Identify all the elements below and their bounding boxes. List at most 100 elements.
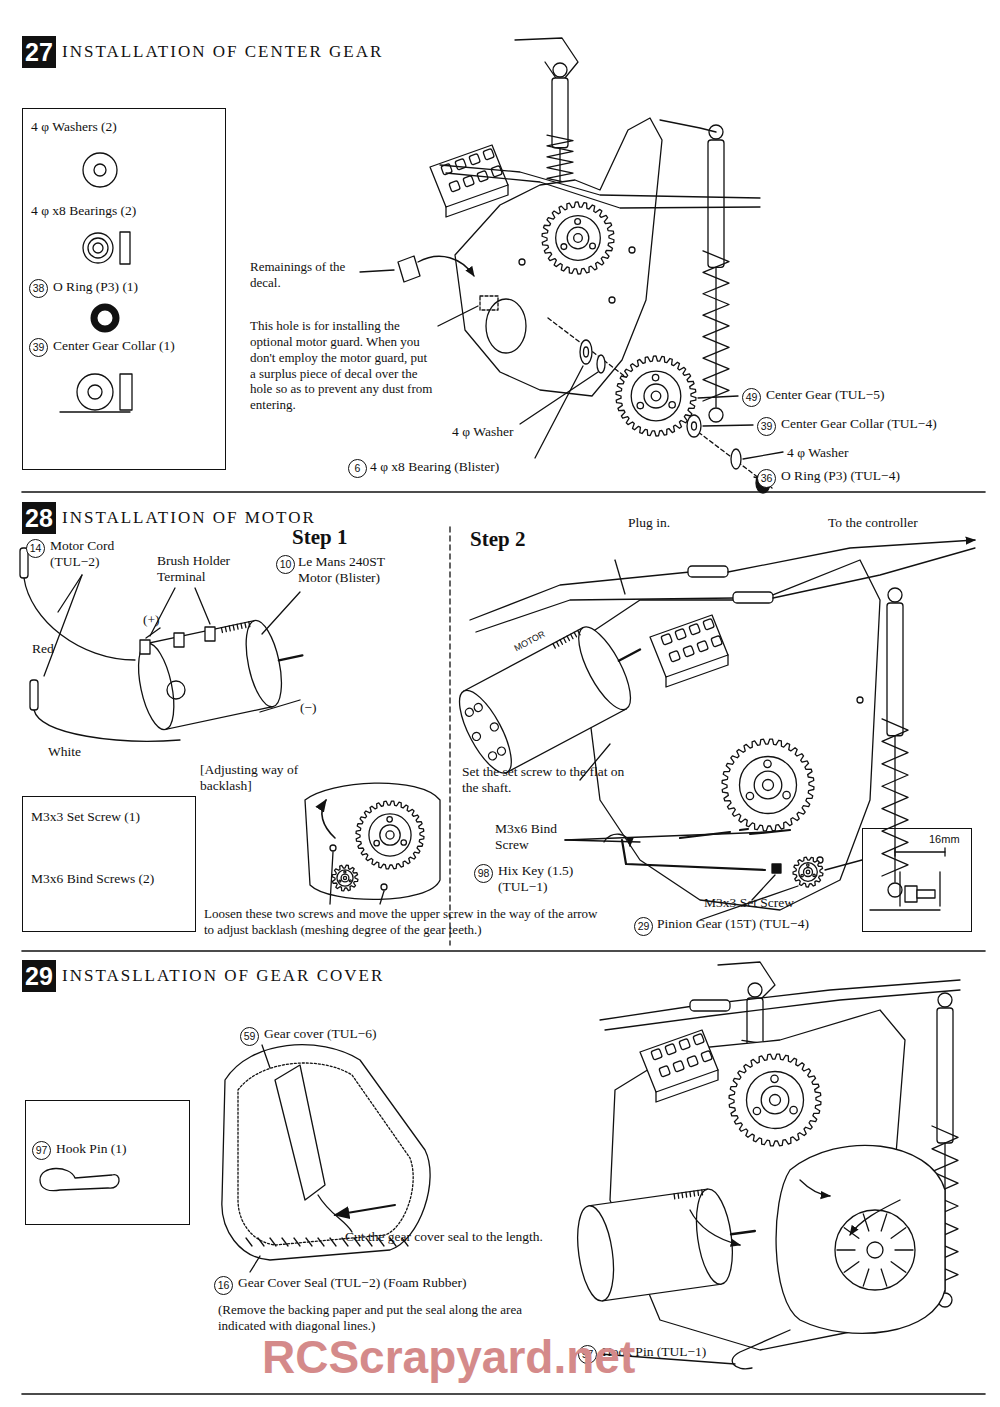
step-heading: 27INSTALLATION OF CENTER GEAR	[22, 36, 442, 70]
drawing-line	[801, 874, 803, 876]
drawing-line	[850, 1200, 900, 1235]
drawing-line	[22, 1393, 985, 1395]
drawing-line	[229, 626, 230, 631]
drawing-line	[894, 848, 895, 856]
drawing-line	[748, 983, 762, 997]
drawing-line	[398, 256, 420, 282]
drawing-line	[746, 792, 753, 799]
drawing-line	[690, 1000, 730, 1011]
drawing-line	[698, 396, 738, 398]
part-label: (−)	[300, 700, 317, 716]
drawing-line	[578, 631, 580, 635]
drawing-line	[262, 592, 300, 634]
drawing-line	[469, 154, 481, 166]
note-text: Remainings of the decal.	[250, 259, 362, 291]
drawing-line	[476, 598, 735, 632]
drawing-line	[306, 1238, 312, 1246]
drawing-line	[700, 886, 798, 920]
callout-number: 39	[757, 417, 776, 436]
drawing-line	[693, 1191, 695, 1196]
drawing-line	[773, 548, 975, 598]
step-heading: 28INSTALLATION OF MOTOR	[22, 502, 442, 536]
drawing-line	[318, 1238, 324, 1246]
drawing-line	[776, 1145, 945, 1333]
drawing-line	[631, 371, 681, 421]
drawing-line	[83, 233, 113, 263]
drawing-line	[783, 791, 790, 798]
drawing-line	[174, 633, 184, 647]
drawing-line	[553, 63, 567, 77]
drawing-line	[381, 884, 387, 890]
drawing-line	[449, 527, 450, 945]
part-label: 4 φ x8 Bearings (2)	[31, 203, 136, 219]
drawing-line	[703, 425, 753, 426]
drawing-line	[572, 1203, 619, 1303]
drawing-line	[567, 227, 589, 249]
part-label: Gear cover (TUL−6)	[264, 1026, 377, 1042]
drawing-line	[515, 38, 578, 84]
drawing-line	[619, 649, 640, 660]
part-label: Hix Key (1.5) (TUL−1)	[498, 863, 598, 896]
drawing-line	[556, 216, 601, 261]
drawing-line	[688, 566, 728, 577]
drawing-line	[569, 620, 641, 716]
drawing-line	[615, 560, 625, 594]
drawing-line	[597, 355, 605, 373]
drawing-line	[418, 256, 474, 276]
drawing-line	[661, 634, 673, 646]
drawing-line	[813, 874, 815, 876]
drawing-line	[867, 1242, 883, 1258]
drawing-line	[574, 632, 576, 636]
drawing-line	[863, 1269, 869, 1286]
drawing-line	[887, 603, 903, 736]
drawing-line	[330, 845, 336, 851]
callout-number: 16	[214, 1276, 233, 1295]
drawing-line	[341, 874, 349, 882]
drawing-line	[275, 1065, 325, 1200]
drawing-line	[83, 153, 117, 187]
drawing-line	[640, 1030, 718, 1092]
drawing-line	[870, 909, 940, 910]
drawing-line	[343, 876, 346, 879]
drawing-line	[772, 864, 781, 873]
drawing-line	[709, 408, 723, 422]
drawing-line	[446, 185, 508, 217]
drawing-line	[764, 760, 771, 767]
drawing-line	[322, 800, 335, 838]
drawing-line	[557, 642, 559, 646]
drawing-line	[938, 993, 952, 1007]
step-heading: 29INSTASLLATION OF GEAR COVER	[22, 960, 482, 994]
drawing-line	[681, 1193, 683, 1198]
drawing-line	[571, 634, 573, 638]
drawing-line	[455, 118, 662, 396]
part-label: Brush Holder Terminal	[157, 553, 252, 586]
drawing-line	[94, 307, 116, 329]
drawing-line	[245, 623, 246, 628]
drawing-line	[330, 1238, 336, 1246]
part-label: Red	[32, 641, 54, 657]
drawing-line	[899, 872, 900, 906]
drawing-line	[769, 1094, 780, 1105]
drawing-line	[120, 232, 130, 264]
callout-number: 49	[742, 388, 761, 407]
part-label: 4 φ Washers (2)	[31, 119, 117, 135]
drawing-line	[622, 840, 765, 870]
drawing-line	[195, 588, 210, 624]
drawing-line	[519, 259, 525, 265]
part-label: Center Gear (TUL−5)	[766, 387, 885, 403]
drawing-line	[77, 374, 113, 410]
drawing-line	[572, 1183, 761, 1303]
parts-box: 4 φ Washers (2)4 φ x8 Bearings (2)38O Ri…	[22, 108, 226, 470]
drawing-line	[750, 830, 790, 834]
drawing-line	[450, 609, 662, 780]
drawing-line	[771, 1075, 778, 1082]
drawing-line	[718, 962, 775, 1005]
part-label: Plug in.	[628, 515, 670, 531]
callout-number: 39	[29, 338, 48, 357]
drawing-line	[120, 374, 132, 410]
drawing-line	[656, 1070, 718, 1102]
part-label: Gear Cover Seal (TUL−2) (Foam Rubber)	[238, 1275, 466, 1291]
callout-number: 36	[757, 469, 776, 488]
drawing-line	[471, 731, 482, 742]
